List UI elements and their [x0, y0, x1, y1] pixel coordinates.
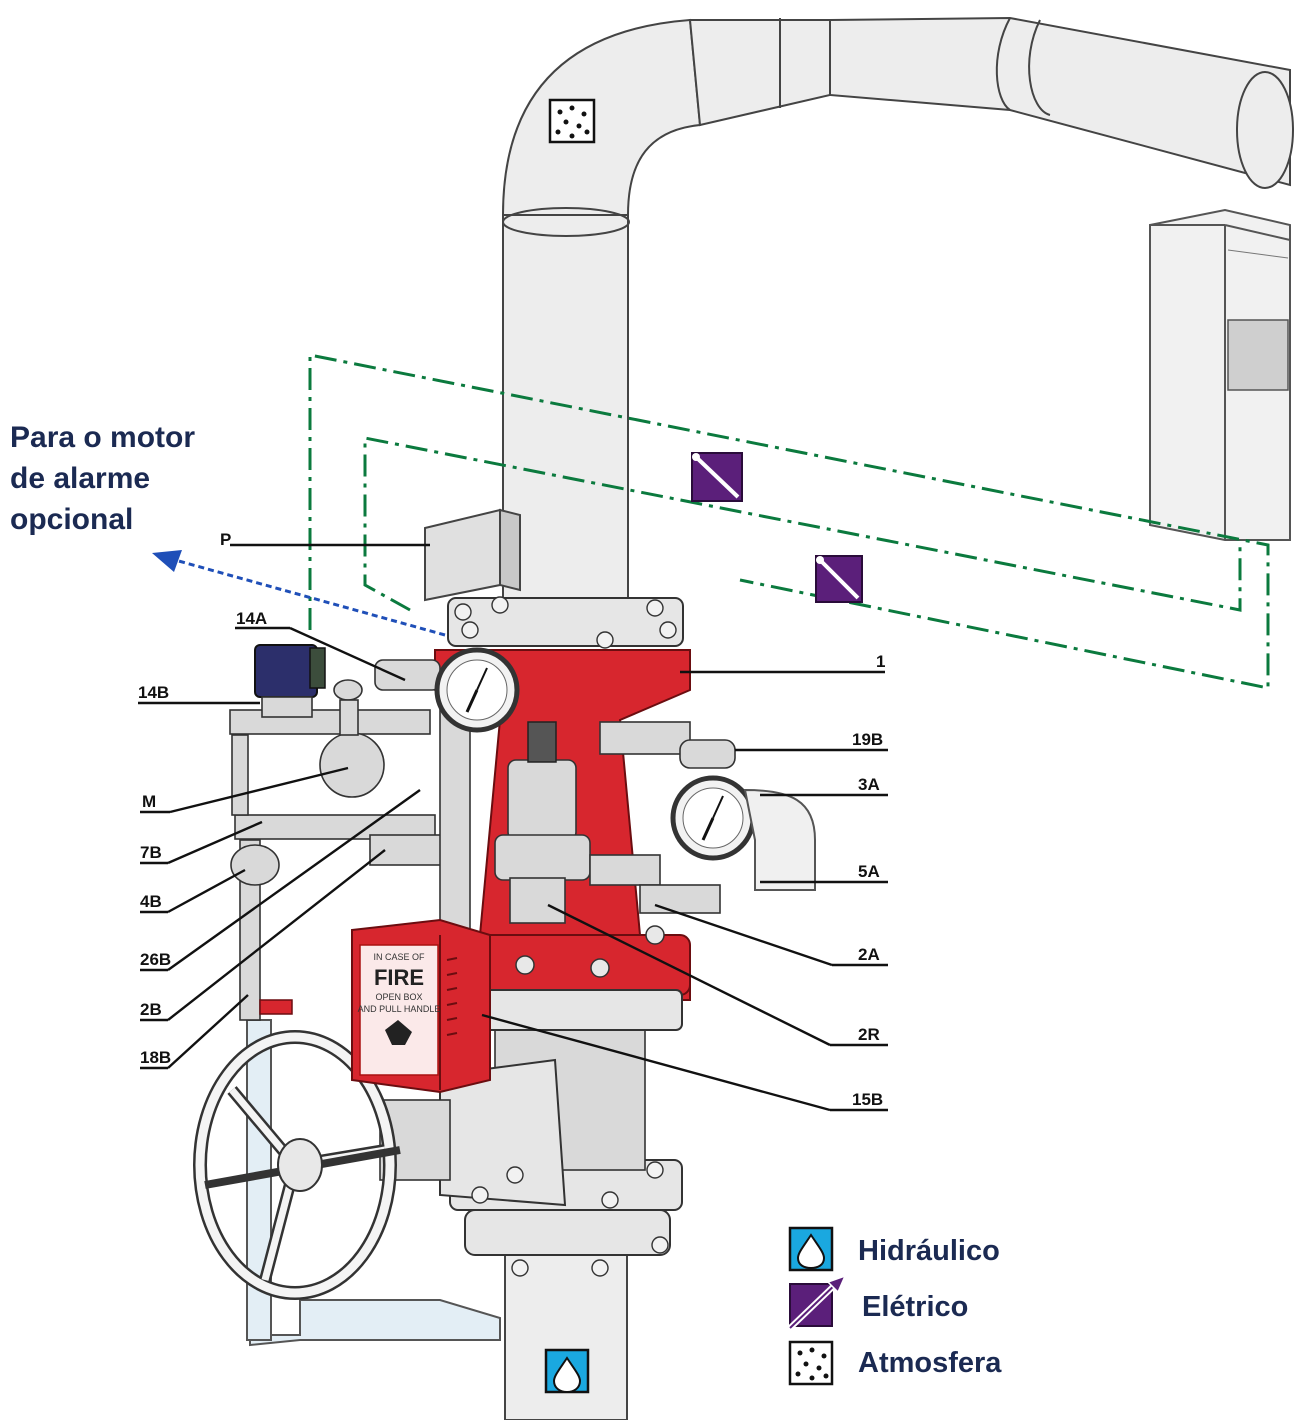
callout-7b: 7B	[140, 843, 162, 862]
caption-line-1: Para o motor	[10, 421, 195, 454]
hydraulic-marker-icon	[544, 1348, 590, 1394]
legend-item-atmosphere: Atmosfera	[788, 1340, 1002, 1386]
callout-1: 1	[876, 652, 885, 671]
legend-item-electric: Elétrico	[787, 1274, 968, 1331]
signal-wiring	[308, 353, 1270, 690]
deluge-valve-body	[424, 596, 691, 1031]
callout-m: M	[142, 792, 156, 811]
legend: Hidráulico Elétrico Atmosfera	[787, 1226, 1002, 1386]
alarm-motor-caption: Para o motor de alarme opcional	[10, 421, 195, 536]
water-drop-icon	[788, 1226, 834, 1272]
manual-release-box: IN CASE OF FIRE OPEN BOX AND PULL HANDLE	[351, 918, 491, 1094]
fire-box-header: IN CASE OF	[373, 952, 425, 962]
drain-elbow	[743, 788, 816, 891]
callout-19b: 19B	[852, 730, 883, 749]
overhead-pipe	[501, 16, 1294, 626]
pressure-gauge	[670, 775, 756, 861]
handwheel	[193, 1030, 401, 1300]
actuator	[494, 721, 591, 924]
atmosphere-marker-icon	[548, 98, 596, 144]
legend-label-electric: Elétrico	[862, 1291, 968, 1323]
fire-box-sub2: AND PULL HANDLE	[358, 1004, 441, 1014]
legend-item-hydraulic: Hidráulico	[788, 1226, 1000, 1272]
alarm-motor-arrow	[152, 550, 446, 637]
electric-marker-icon	[691, 452, 743, 502]
gate-valve	[379, 1029, 683, 1277]
callout-2r: 2R	[858, 1025, 880, 1044]
solenoid-valve	[254, 644, 326, 718]
trim-piping	[229, 659, 736, 1021]
pressure-gauge	[434, 647, 520, 733]
legend-label-hydraulic: Hidráulico	[858, 1235, 1000, 1267]
callout-3a: 3A	[858, 775, 880, 794]
callout-15b: 15B	[852, 1090, 883, 1109]
callout-2a: 2A	[858, 945, 880, 964]
callout-2b: 2B	[140, 1000, 162, 1019]
callout-labels: P 14A 14B M 7B 4B 26B 2B 18B 1 19B 3A 5A…	[138, 530, 885, 1109]
electric-arrow-icon	[787, 1274, 847, 1331]
electric-marker-icon	[815, 555, 863, 603]
callout-18b: 18B	[140, 1048, 171, 1067]
dotted-air-icon	[788, 1340, 834, 1386]
callout-4b: 4B	[140, 892, 162, 911]
caption-line-3: opcional	[10, 503, 133, 536]
callout-p: P	[220, 530, 231, 549]
callout-14b: 14B	[138, 683, 169, 702]
legend-label-atmosphere: Atmosfera	[858, 1347, 1002, 1379]
caption-line-2: de alarme	[10, 462, 150, 495]
callout-26b: 26B	[140, 950, 171, 969]
leader-lines	[138, 543, 888, 1112]
callout-14a: 14A	[236, 609, 267, 628]
fire-box-sub1: OPEN BOX	[375, 992, 422, 1002]
pressure-switch	[424, 508, 521, 602]
control-panel	[1149, 208, 1291, 541]
callout-5a: 5A	[858, 862, 880, 881]
fire-box-word: FIRE	[374, 965, 424, 990]
